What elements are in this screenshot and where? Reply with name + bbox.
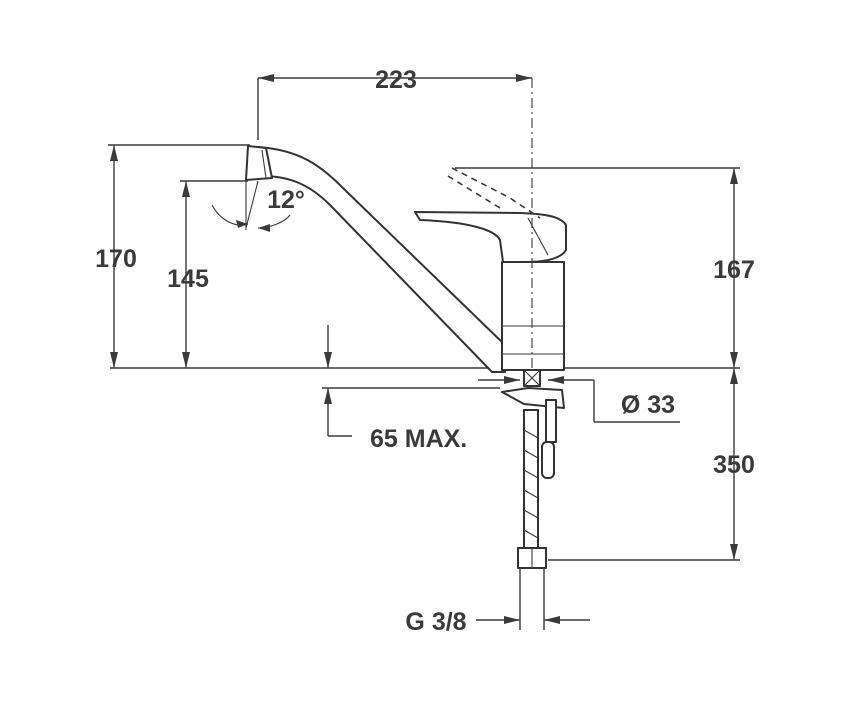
- dimension-lines: [108, 74, 740, 624]
- dim-base-diameter: Ø 33: [621, 391, 675, 419]
- lever-handle: [414, 211, 567, 263]
- dim-total-length: 223: [375, 66, 417, 94]
- dim-lever-height: 167: [713, 256, 755, 284]
- rod-end: [541, 441, 555, 479]
- dim-hose-length: 350: [713, 451, 755, 479]
- lever-raised-position: [447, 167, 541, 219]
- faucet-cylinder: [501, 261, 565, 371]
- dim-max-thickness: 65 MAX.: [370, 425, 467, 453]
- threaded-rod: [545, 399, 557, 443]
- dim-total-height: 170: [95, 245, 137, 273]
- dim-spout-angle: 12°: [267, 186, 305, 214]
- faucet-outline: [110, 78, 740, 630]
- dim-outlet-height: 145: [167, 265, 209, 293]
- spout-arm: [257, 146, 506, 373]
- dim-connection-thread: G 3/8: [405, 608, 466, 636]
